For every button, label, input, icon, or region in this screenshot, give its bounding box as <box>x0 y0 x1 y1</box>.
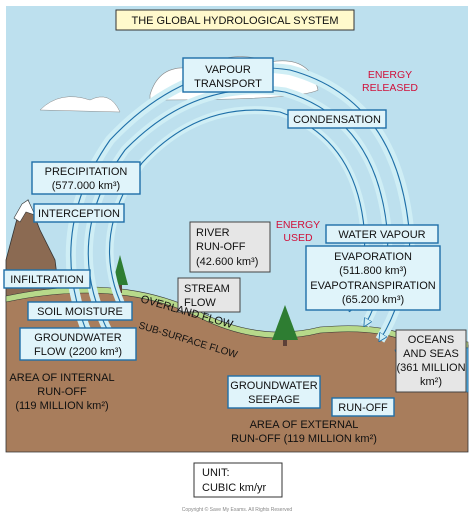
runoff-label: RUN-OFF <box>338 402 388 414</box>
copyright-text: Copyright © Save My Exams. All Rights Re… <box>182 506 293 513</box>
stream-flow-label-1: STREAM <box>184 283 230 295</box>
energy-released-label-1: ENERGY <box>368 69 412 81</box>
oceans-label-1: OCEANS <box>408 334 454 346</box>
internal-runoff-label-1: AREA OF INTERNAL <box>9 372 114 384</box>
unit-title: UNIT: <box>202 467 230 479</box>
title-box: THE GLOBAL HYDROLOGICAL SYSTEM <box>115 9 355 31</box>
evaporation-value: (511.800 km³) <box>339 265 407 277</box>
soil-moisture-box: SOIL MOISTURE <box>27 301 133 321</box>
precipitation-box: PRECIPITATION (577.000 km³) <box>31 161 141 195</box>
river-runoff-box: RIVER RUN-OFF (42.600 km³) <box>189 221 271 273</box>
oceans-label-4: km²) <box>420 376 442 388</box>
diagram-title: THE GLOBAL HYDROLOGICAL SYSTEM <box>131 15 338 27</box>
oceans-label-3: (361 MILLION <box>396 362 465 374</box>
vapour-transport-label-1: VAPOUR <box>205 64 251 76</box>
cloud-shape-left <box>39 96 121 113</box>
precipitation-label: PRECIPITATION <box>45 166 128 178</box>
groundwater-seepage-box: GROUNDWATER SEEPAGE <box>227 375 321 409</box>
unit-value: CUBIC km/yr <box>202 482 267 494</box>
vapour-transport-label-2: TRANSPORT <box>194 78 262 90</box>
vapour-transport-box: VAPOUR TRANSPORT <box>182 57 274 93</box>
condensation-box: CONDENSATION <box>287 109 387 129</box>
tree-icon-2 <box>272 305 298 346</box>
stream-flow-box: STREAM FLOW <box>177 277 241 313</box>
condensation-label: CONDENSATION <box>293 114 381 126</box>
internal-runoff-label-3: (119 MILLION km²) <box>15 400 108 412</box>
groundwater-flow-value: FLOW (2200 km³) <box>34 346 122 358</box>
energy-released-label-2: RELEASED <box>362 82 418 94</box>
groundwater-seepage-label-2: SEEPAGE <box>248 394 300 406</box>
energy-used-label-2: USED <box>283 232 313 244</box>
infiltration-label: INFILTRATION <box>10 274 84 286</box>
water-vapour-box: WATER VAPOUR <box>325 224 439 244</box>
stream-flow-label-2: FLOW <box>184 297 216 309</box>
river-runoff-label-1: RIVER <box>196 227 230 239</box>
evapotranspiration-label: EVAPOTRANSPIRATION <box>310 280 436 292</box>
oceans-box: OCEANS AND SEAS (361 MILLION km²) <box>395 329 467 393</box>
interception-label: INTERCEPTION <box>38 208 120 220</box>
external-runoff-label-1: AREA OF EXTERNAL <box>250 419 359 431</box>
internal-runoff-label-2: RUN-OFF <box>37 386 87 398</box>
evapotranspiration-value: (65.200 km³) <box>342 294 404 306</box>
energy-used-label-1: ENERGY <box>276 219 320 231</box>
external-runoff-label-2: RUN-OFF (119 MILLION km²) <box>231 433 377 445</box>
evaporation-box: EVAPORATION (511.800 km³) EVAPOTRANSPIRA… <box>305 245 441 311</box>
evaporation-label: EVAPORATION <box>334 251 412 263</box>
water-vapour-label: WATER VAPOUR <box>338 229 425 241</box>
groundwater-seepage-label-1: GROUNDWATER <box>230 380 317 392</box>
infiltration-box: INFILTRATION <box>3 269 91 289</box>
groundwater-flow-label: GROUNDWATER <box>34 332 121 344</box>
unit-box: UNIT: CUBIC km/yr <box>193 462 283 498</box>
groundwater-flow-box: GROUNDWATER FLOW (2200 km³) <box>19 327 137 361</box>
river-runoff-label-2: RUN-OFF <box>196 241 246 253</box>
precipitation-value: (577.000 km³) <box>52 180 120 192</box>
river-runoff-value: (42.600 km³) <box>196 256 258 268</box>
runoff-box: RUN-OFF <box>331 397 395 417</box>
interception-box: INTERCEPTION <box>33 203 125 223</box>
soil-moisture-label: SOIL MOISTURE <box>37 306 123 318</box>
oceans-label-2: AND SEAS <box>403 348 459 360</box>
